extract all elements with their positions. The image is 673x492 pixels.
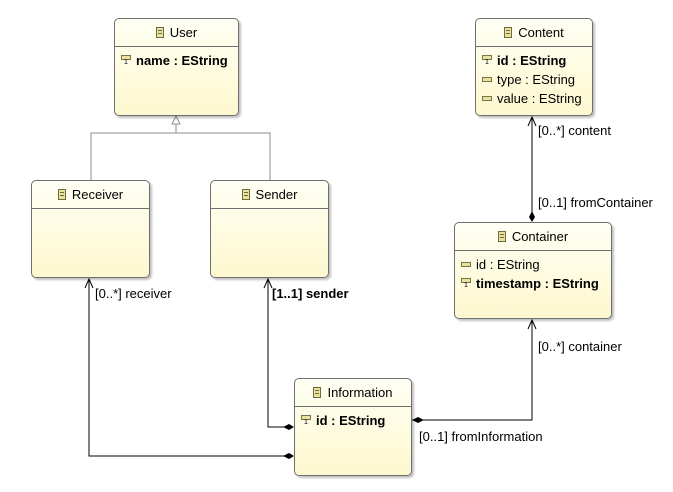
attribute-icon <box>482 77 492 82</box>
attribute-label: name : EString <box>136 53 228 68</box>
attribute-label: type : EString <box>497 72 576 87</box>
attribute-label: id : EString <box>476 257 540 272</box>
container-arrowhead <box>527 318 537 330</box>
content-arrowhead <box>527 115 537 127</box>
attribute-row[interactable]: 1 id : EString <box>482 51 586 70</box>
class-receiver[interactable]: Receiver <box>31 180 150 278</box>
information-composition-diamond <box>412 417 424 423</box>
sender-composition-diamond <box>283 424 294 430</box>
generalization-lines <box>90 124 271 180</box>
content-role-label: [0..*] content <box>538 123 611 138</box>
receiver-association-line <box>88 279 285 457</box>
attribute-row[interactable]: 1 id : EString <box>301 411 405 430</box>
receiver-inherits-user-line <box>90 132 176 180</box>
attribute-row[interactable]: 1 timestamp : EString <box>461 274 605 293</box>
attribute-label: id : EString <box>316 413 386 428</box>
container-role-label: [0..*] container <box>538 339 622 354</box>
receiver-composition-diamond <box>283 453 294 459</box>
id-attribute-icon: 1 <box>461 277 471 290</box>
class-container[interactable]: Container id : EString 1 timestamp : EStr… <box>454 222 612 319</box>
id-attribute-icon: 1 <box>482 54 492 67</box>
class-name: Information <box>327 385 393 400</box>
generalization-arrowhead <box>171 114 181 125</box>
eclass-icon <box>504 27 513 38</box>
from-container-role-label: [0..1] fromContainer <box>538 195 653 210</box>
id-attribute-icon: 1 <box>301 414 311 427</box>
container-composition-diamond <box>529 211 535 222</box>
eclass-icon <box>241 189 250 200</box>
attribute-row[interactable]: 1 name : EString <box>121 51 232 70</box>
class-name: Receiver <box>71 187 124 202</box>
class-user[interactable]: User 1 name : EString <box>114 18 239 116</box>
attribute-row[interactable]: type : EString <box>482 70 586 89</box>
eclass-icon <box>497 231 506 242</box>
sender-role-label: [1..1] sender <box>272 286 349 301</box>
eclass-icon <box>313 387 322 398</box>
sender-association-line <box>267 279 285 428</box>
class-content[interactable]: Content 1 id : EString type : EString val… <box>475 18 593 116</box>
attribute-row[interactable]: value : EString <box>482 89 586 108</box>
eclass-icon <box>57 189 66 200</box>
class-sender[interactable]: Sender <box>210 180 329 278</box>
receiver-role-label: [0..*] receiver <box>95 286 172 301</box>
container-association-line <box>412 320 533 421</box>
attribute-label: value : EString <box>497 91 582 106</box>
eclass-icon <box>155 27 164 38</box>
sender-arrowhead <box>263 277 273 289</box>
attribute-icon <box>461 262 471 267</box>
class-information[interactable]: Information 1 id : EString <box>294 378 412 476</box>
attribute-label: id : EString <box>497 53 567 68</box>
attribute-icon <box>482 96 492 101</box>
attribute-row[interactable]: id : EString <box>461 255 605 274</box>
receiver-arrowhead <box>84 277 94 289</box>
sender-inherits-user-line <box>176 132 271 180</box>
attribute-label: timestamp : EString <box>476 276 599 291</box>
from-information-role-label: [0..1] fromInformation <box>419 429 543 444</box>
class-name: User <box>169 25 198 40</box>
class-name: Content <box>518 25 564 40</box>
class-name: Container <box>511 229 569 244</box>
class-name: Sender <box>255 187 298 202</box>
id-attribute-icon: 1 <box>121 54 131 67</box>
